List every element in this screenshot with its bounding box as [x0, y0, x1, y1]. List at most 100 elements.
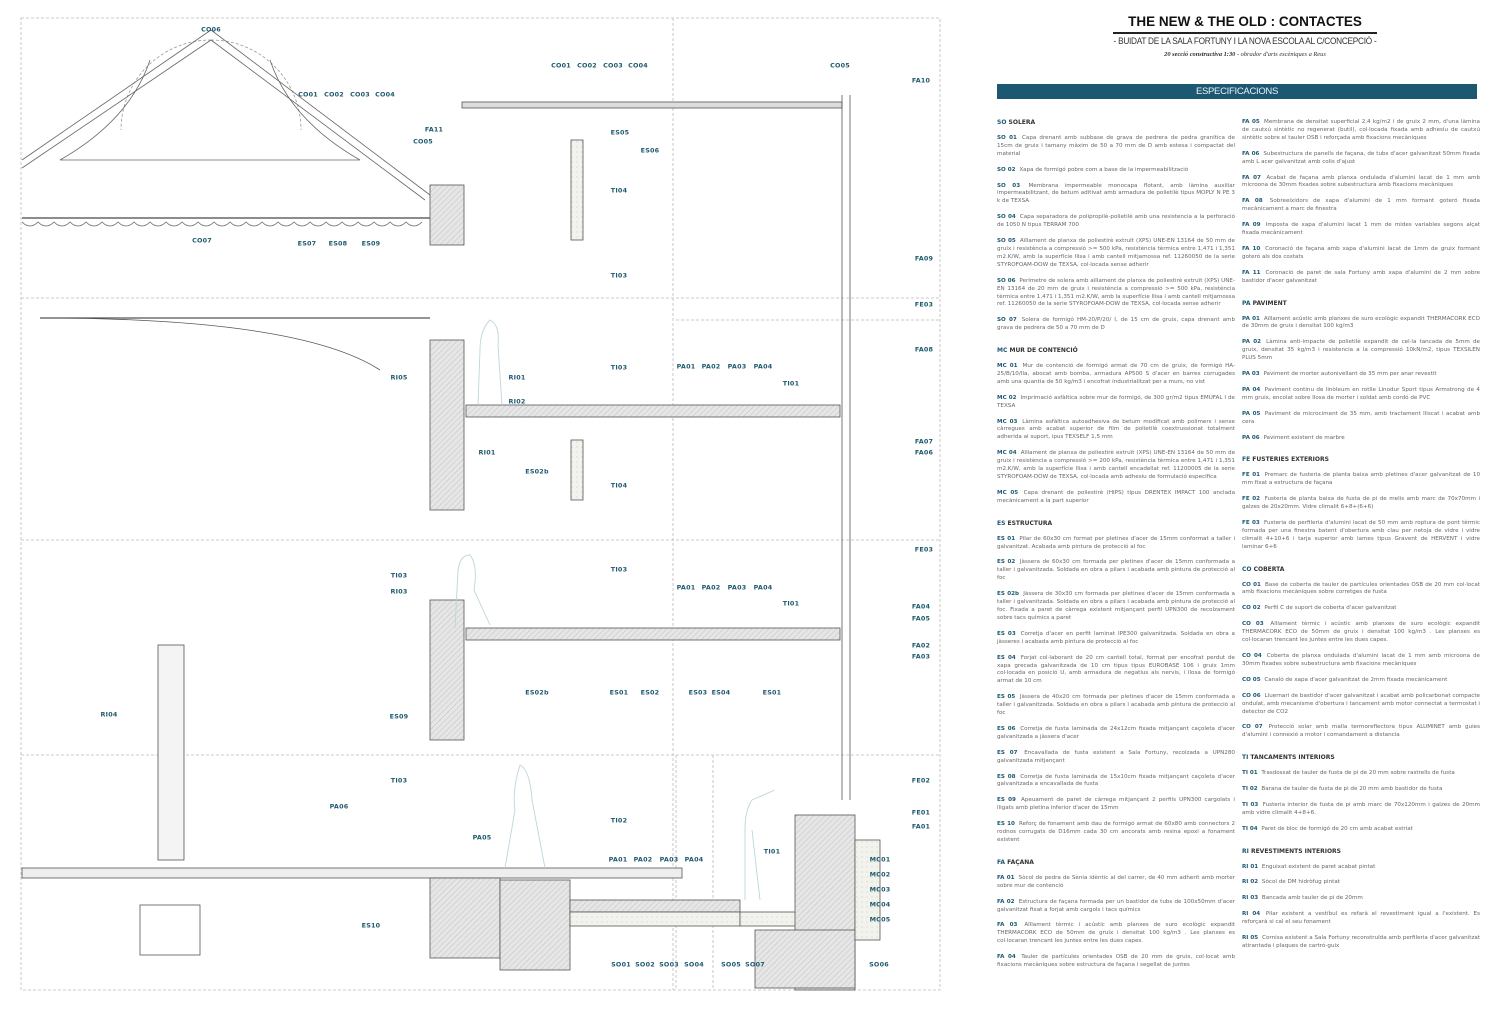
callout-label-ti04: TI04: [610, 481, 628, 490]
spec-item: TI 04 Paret de bloc de formigó de 20 cm …: [1242, 826, 1480, 834]
section-title: PAVIMENT: [1252, 299, 1287, 307]
spec-item-code: CO 01: [1242, 581, 1261, 588]
spec-item-text: Paviment de morter autonivellant de 35 m…: [1263, 371, 1437, 378]
callout-label-co01: CO01: [298, 90, 318, 99]
spec-item-code: ES 03: [997, 630, 1016, 637]
spec-item: SO 02 Xapa de formigó pobre com a base d…: [997, 167, 1235, 175]
section-code: TI: [1242, 754, 1249, 762]
spec-item-code: FA 06: [1242, 150, 1260, 157]
spec-item: ES 07 Encavallada de fusta existent a Sa…: [997, 750, 1235, 766]
spec-item-code: FA 08: [1242, 198, 1263, 205]
spec-item-text: Enguixat existent de paret acabat pintat: [1261, 863, 1376, 870]
spec-item-text: Capa drenant de poliestirè (HIPS) tipus …: [997, 489, 1236, 504]
spec-item-text: Aïllament tèrmic i acústic amb planxes d…: [1242, 621, 1480, 644]
callout-label-es07: ES07: [297, 239, 317, 248]
spec-item-text: Imprimació asfàltica sobre mur de formig…: [997, 394, 1235, 409]
spec-item-code: ES 02b: [997, 591, 1020, 598]
walls-and-slabs: [21, 95, 881, 991]
callout-label-es05: ES05: [610, 128, 630, 137]
callout-label-ti03: TI03: [610, 363, 628, 372]
callout-label-ti03: TI03: [610, 271, 628, 280]
spec-item: PA 01 Aïllament acústic amb planxes de s…: [1242, 316, 1480, 332]
callout-label-co02: CO02: [324, 90, 344, 99]
section-title: TANCAMENTS INTERIORS: [1250, 754, 1335, 762]
spec-item-text: Aïllament tèrmic i acústic amb planxes d…: [997, 922, 1235, 945]
callout-label-es02b: ES02b: [525, 467, 549, 476]
spec-item-code: TI 01: [1242, 770, 1258, 777]
spec-item-code: MC 04: [997, 450, 1017, 457]
spec-item-text: Aïllament acústic amb planxes de suro ec…: [1242, 315, 1480, 330]
spec-item-code: ES 07: [997, 749, 1018, 756]
callout-label-es01: ES01: [609, 688, 629, 697]
section-code: FE: [1242, 456, 1251, 464]
spec-item: PA 03 Paviment de morter autonivellant d…: [1242, 371, 1480, 379]
spec-section-heading: FA FAÇANA: [997, 859, 1235, 867]
spec-item: MC 05 Capa drenant de poliestirè (HIPS) …: [997, 490, 1235, 506]
spec-item-text: Aïllament de planxa de poliestirè extruï…: [997, 450, 1236, 480]
spec-item-text: Pilar de 60x30 cm format per pletines d'…: [997, 535, 1235, 550]
spec-item-code: PA 04: [1242, 386, 1261, 393]
spec-item-code: RI 05: [1242, 935, 1259, 942]
callout-label-pa02: PA02: [701, 583, 721, 592]
callout-label-co04: CO04: [375, 90, 395, 99]
spec-item-code: FA 07: [1242, 174, 1261, 181]
spec-item-text: Paviment de microciment de 35 mm, amb tr…: [1242, 410, 1480, 425]
spec-item-text: Acabat de façana amb planxa ondulada d'a…: [1242, 174, 1480, 189]
spec-item: SO 03 Membrana impermeable monocapa flot…: [997, 183, 1235, 207]
callout-label-pa06: PA06: [329, 802, 349, 811]
spec-item: FA 04 Tauler de partícules orientades OS…: [997, 954, 1235, 970]
spec-section-heading: MC MUR DE CONTENCIÓ: [997, 347, 1235, 355]
spec-item-text: Canaló de xapa d'acer galvanitzat de 2mm…: [1264, 676, 1448, 683]
spec-item-text: Paviment continu de linòleum en rotlle L…: [1242, 386, 1480, 401]
spec-item-code: RI 02: [1242, 879, 1259, 886]
spec-item-text: Perfil C de suport de coberta d'acer gal…: [1264, 605, 1397, 612]
spec-item-text: Imposta de xapa d'alumini lacat 1 mm de …: [1242, 222, 1480, 237]
spec-item: ES 01 Pilar de 60x30 cm format per pleti…: [997, 536, 1235, 552]
spec-item-code: SO 02: [997, 166, 1016, 173]
callout-label-fa10: FA10: [911, 76, 931, 85]
spec-item: MC 03 Làmina asfàltica autoadhesiva de b…: [997, 419, 1235, 443]
spec-item: PA 05 Paviment de microciment de 35 mm, …: [1242, 411, 1480, 427]
spec-item-code: FA 09: [1242, 222, 1261, 229]
spec-item: ES 03 Corretja d'acer en perfit laminat …: [997, 631, 1235, 647]
spec-item-code: CO 03: [1242, 621, 1264, 628]
callout-label-fe03: FE03: [914, 545, 934, 554]
spec-item-code: FE 01: [1242, 472, 1261, 479]
spec-item-code: FA 10: [1242, 245, 1261, 252]
spec-item-code: ES 09: [997, 797, 1016, 804]
callout-label-ti04: TI04: [610, 186, 628, 195]
spec-item: RI 05 Cornisa existent a Sala Fortuny re…: [1242, 935, 1480, 951]
spec-item-text: Jàssera de 40x20 cm formada per pletines…: [997, 694, 1235, 717]
spec-item: PA 06 Paviment existent de marbre: [1242, 435, 1480, 443]
callout-label-es10: ES10: [361, 921, 381, 930]
callout-label-ti03: TI03: [390, 776, 408, 785]
spec-section-mc: MC MUR DE CONTENCIÓ MC 01 Mur de contenci…: [997, 347, 1235, 506]
spec-item-code: FA 03: [997, 922, 1018, 929]
spec-item-text: Jàssera de 60x30 cm formada per pletines…: [997, 559, 1235, 582]
spec-item-text: Trasdossat de tauler de fusta de pi de 2…: [1261, 770, 1455, 777]
section-code: RI: [1242, 847, 1249, 855]
spec-item-code: TI 04: [1242, 825, 1258, 832]
spec-item: SO 01 Capa drenant amb subbase de grava …: [997, 135, 1235, 159]
callout-label-es09: ES09: [389, 712, 409, 721]
spec-item: FA 11 Coronació de paret de sala Fortuny…: [1242, 270, 1480, 286]
spec-item: MC 01 Mur de contenció de formigó armat …: [997, 363, 1235, 387]
callout-label-ti01: TI01: [763, 847, 781, 856]
spec-item-text: Sòcol de DM hidròfug pintat: [1261, 879, 1340, 886]
spec-item-code: SO 05: [997, 238, 1016, 245]
callout-label-pa02: PA02: [633, 855, 653, 864]
caption-bold: 20 secció constructiva 1:30: [1164, 51, 1236, 58]
callout-label-ri04: RI04: [100, 710, 118, 719]
spec-section-heading: FE FUSTERIES EXTERIORS: [1242, 456, 1480, 464]
spec-item: CO 05 Canaló de xapa d'acer galvanitzat …: [1242, 677, 1480, 685]
spec-item-text: Estructura de façana formada per un bast…: [997, 898, 1235, 913]
spec-item: TI 03 Fusteria interior de fusta de pi a…: [1242, 802, 1480, 818]
callout-label-mc03: MC03: [869, 885, 891, 894]
spec-item: FA 07 Acabat de façana amb planxa ondula…: [1242, 175, 1480, 191]
spec-item-text: Bancada amb tauler de pi de 20mm: [1261, 895, 1363, 902]
sheet-caption: 20 secció constructiva 1:30 - obrador d'…: [1095, 51, 1395, 59]
spec-item: ES 05 Jàssera de 40x20 cm formada per pl…: [997, 694, 1235, 718]
spec-item-code: CO 05: [1242, 676, 1261, 683]
